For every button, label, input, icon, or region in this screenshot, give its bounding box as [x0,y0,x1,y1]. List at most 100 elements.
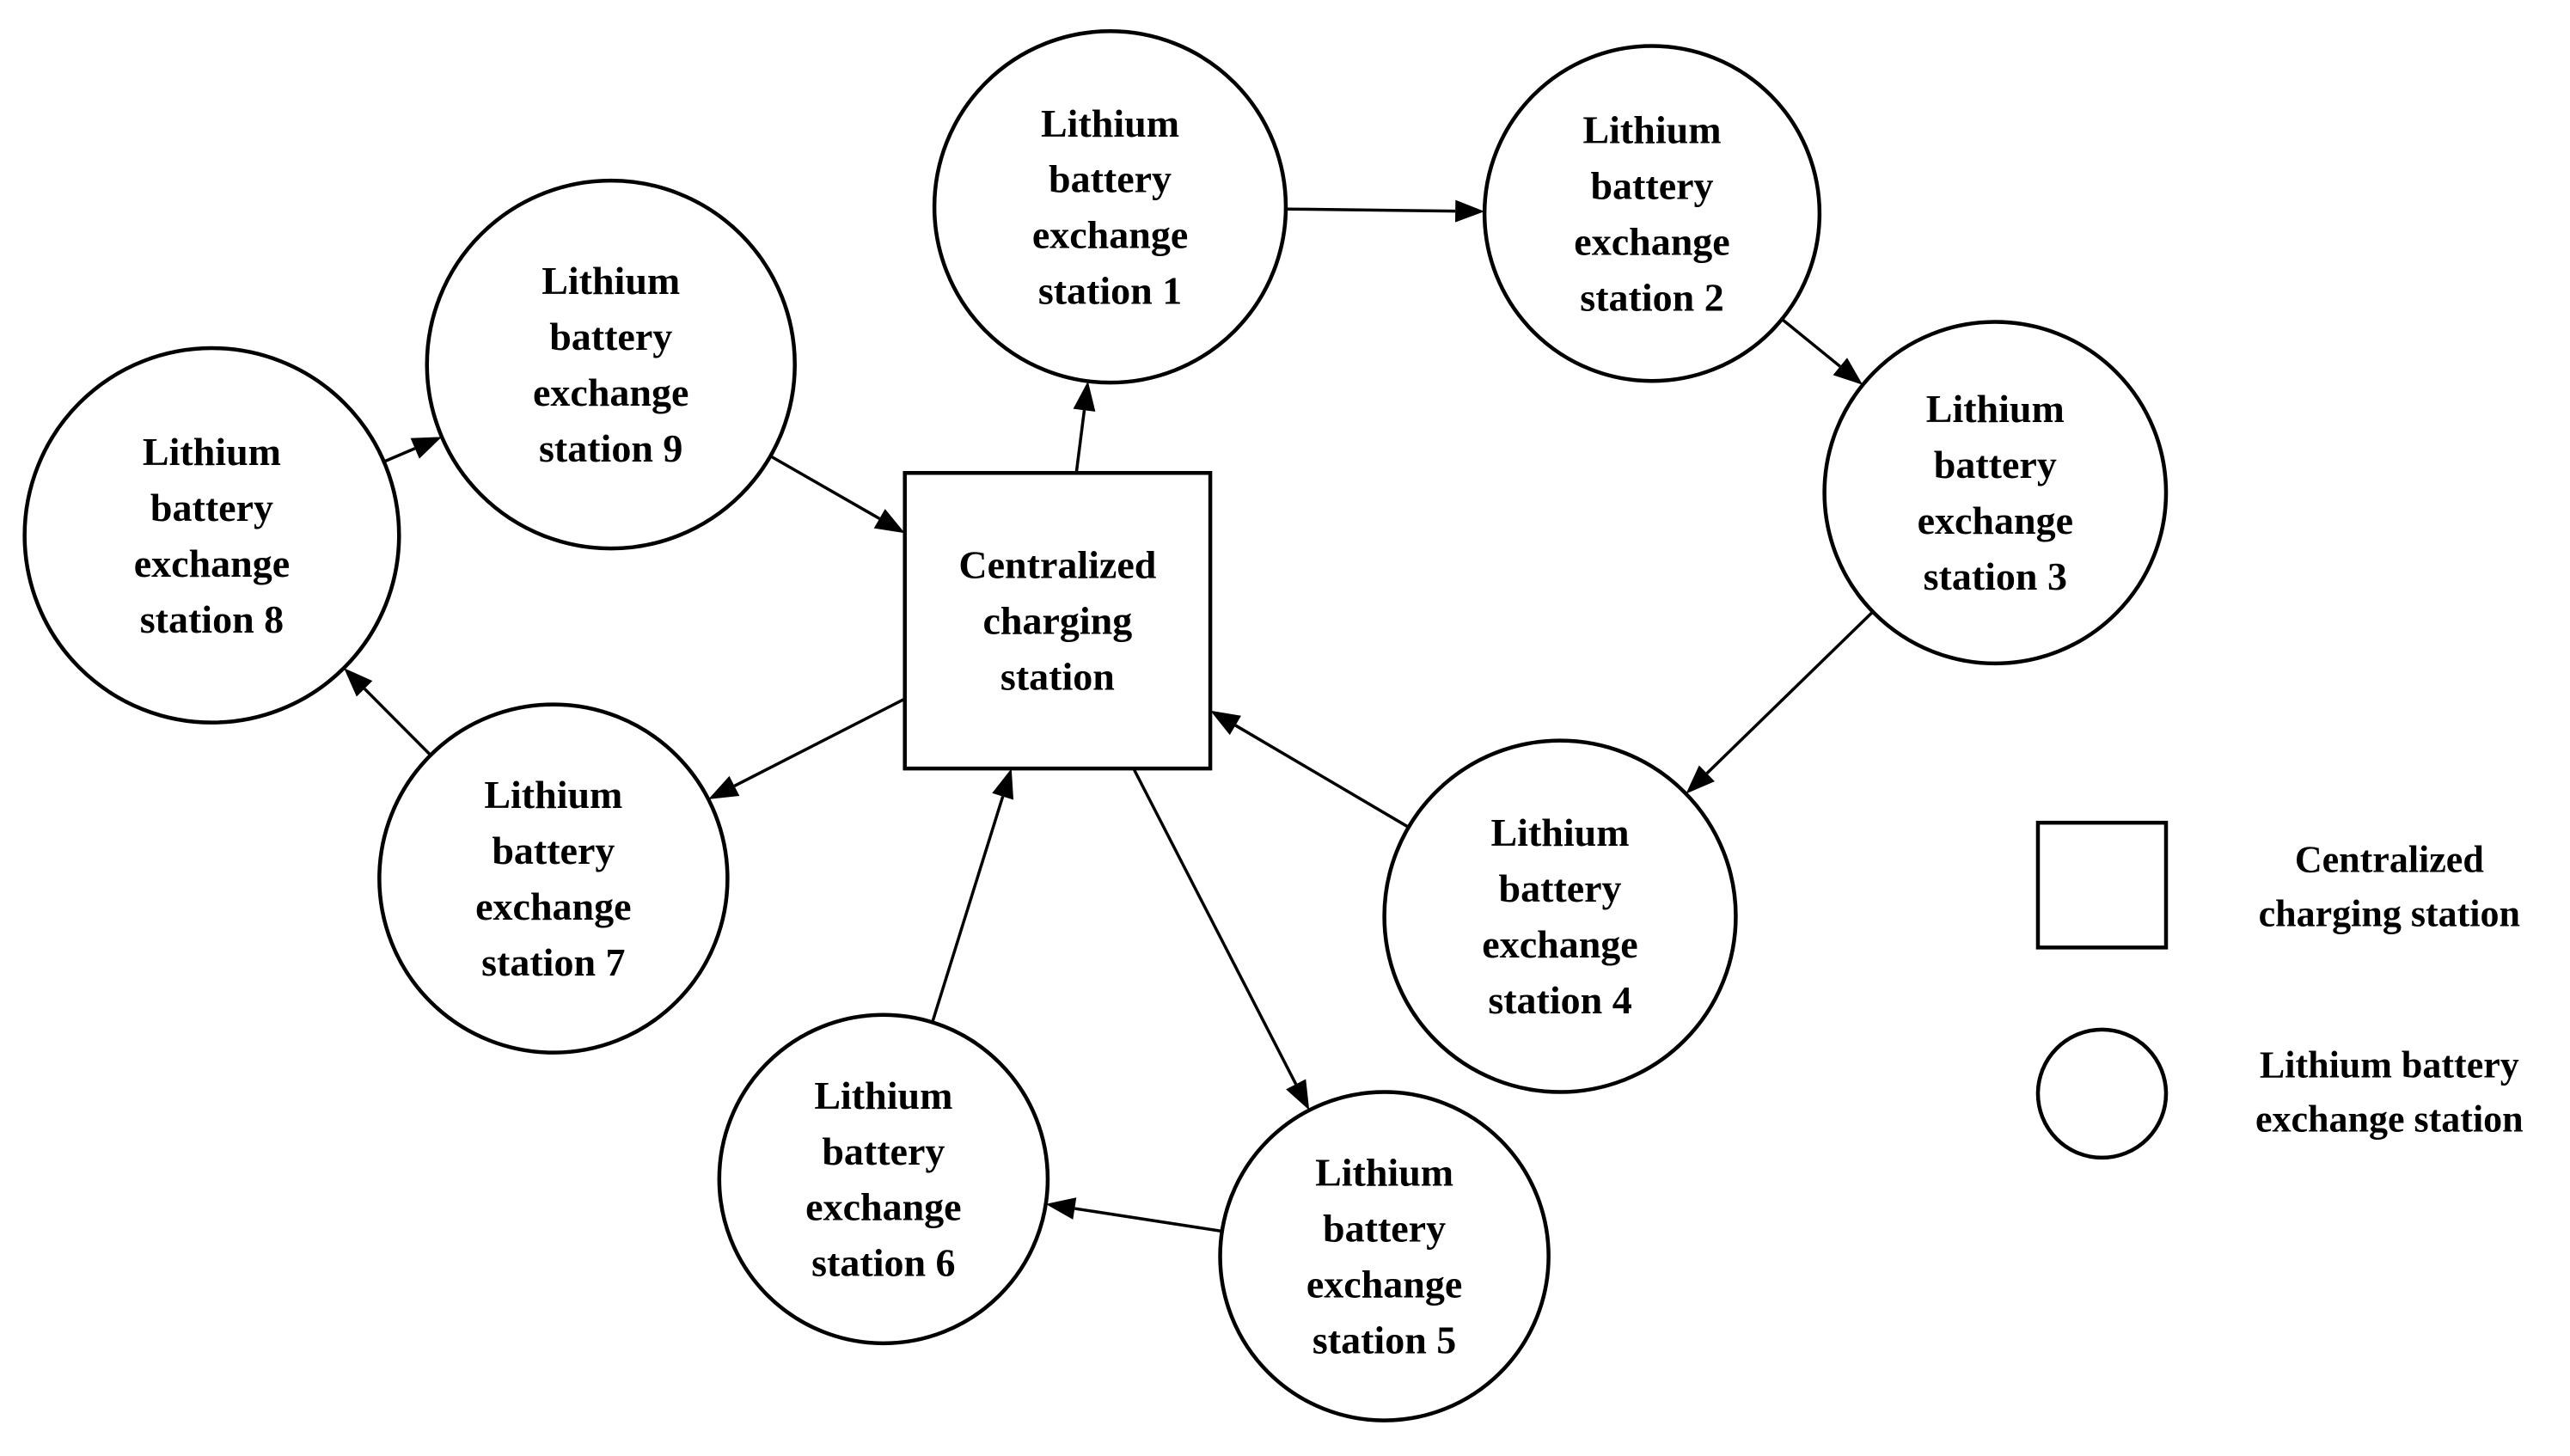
node-label-line: station 9 [539,426,682,470]
node-label-line: station 8 [140,597,284,641]
node-label-line: battery [1049,157,1172,201]
arrow-head-icon [410,437,443,459]
circle-node-shape [1218,1090,1551,1422]
node-label-line: charging [982,599,1132,643]
node-label-line: battery [1934,443,2057,486]
node-label-line: battery [492,829,615,872]
node-label-line: station 5 [1313,1318,1456,1362]
node-label-line: Lithium [143,430,281,474]
edge-s9-to-centralized [769,455,905,534]
arrow-head-icon [873,509,905,534]
node-label-line: Lithium [1041,101,1179,145]
node-label-line: Lithium [542,259,680,303]
node-s9: Lithium battery exchange station 9 [425,178,797,551]
arrow-head-icon [992,768,1014,800]
edge-line [1705,610,1875,775]
node-label-line: battery [822,1129,945,1173]
node-label-line: battery [1590,163,1713,207]
node-label-line: exchange [533,370,688,414]
legend-circle-icon [2035,1027,2169,1160]
edge-s7-to-s8 [344,668,432,756]
arrow-head-icon [708,775,740,799]
legend-label-line: Lithium battery [2260,1043,2519,1086]
legend-label-line: charging station [2259,893,2520,935]
edge-centralized-to-s5 [1132,768,1310,1110]
node-label-line: Centralized [958,543,1156,587]
node-label-line: exchange [134,541,290,585]
edge-s3-to-s4 [1686,610,1875,794]
arrow-head-icon [1210,710,1241,736]
edge-line [1285,207,1456,213]
edge-line [363,688,432,756]
node-centralized: Centralized charging station [903,470,1213,771]
edge-centralized-to-s1 [1073,381,1096,474]
edge-line [1132,768,1298,1086]
node-label-line: exchange [1482,922,1637,966]
node-label-line: Lithium [1490,811,1629,854]
node-label-line: station 2 [1580,275,1723,319]
node-s2: Lithium battery exchange station 2 [1482,44,1822,383]
circle-node-shape [1382,738,1738,1094]
edge-line [1074,1207,1223,1233]
node-label-line: exchange [1306,1263,1462,1306]
node-label-line: exchange [1918,499,2073,542]
node-label-line: station 3 [1924,554,2067,598]
arrow-head-icon [1073,381,1096,412]
node-label-line: exchange [1032,213,1188,257]
edge-centralized-to-s7 [708,697,906,799]
edge-s8-to-s9 [383,437,443,463]
edge-s6-to-centralized [931,768,1014,1023]
circle-node-shape [1482,44,1822,383]
node-label-line: station 7 [481,940,625,984]
node-s7: Lithium battery exchange station 7 [377,702,730,1055]
arrow-head-icon [1286,1079,1310,1110]
circle-node-shape [22,346,401,725]
node-label-line: Lithium [1315,1151,1453,1195]
node-label-line: station 6 [811,1241,955,1285]
node-label-line: Lithium [1582,107,1721,151]
edge-line [383,447,416,463]
arrow-head-icon [344,668,373,697]
circle-node-shape [377,702,730,1055]
legend-square-icon [2035,820,2169,950]
node-label-line: exchange [475,884,631,928]
edge-line [931,796,1005,1023]
nodes-layer: CentralizedchargingstationLithiumbattery… [22,29,2169,1422]
arrow-head-icon [1833,358,1863,385]
edge-line [1074,410,1086,474]
legend-label-line: Centralized [2295,839,2484,881]
legend-item-charging-station: Centralized charging station [2035,820,2520,950]
node-label-line: station 1 [1038,269,1182,313]
edge-s1-to-s2 [1285,199,1485,223]
edges-layer [344,199,1875,1233]
arrow-head-icon [1454,199,1485,223]
edge-s2-to-s3 [1781,317,1863,385]
node-label-line: Lithium [484,773,622,817]
node-s1: Lithium battery exchange station 1 [932,29,1288,385]
edge-line [769,455,881,520]
node-label-line: Lithium [814,1074,952,1117]
circle-node-shape [717,1012,1050,1346]
square-node-shape [903,470,1213,771]
node-label-line: battery [549,315,672,358]
node-label-line: battery [1323,1207,1446,1251]
node-label-line: exchange [1574,219,1729,263]
edge-s5-to-s6 [1045,1197,1223,1233]
node-label-line: station 4 [1488,978,1631,1022]
arrow-head-icon [1686,765,1715,794]
circle-node-shape [425,178,797,551]
edge-line [1781,317,1841,368]
legend-item-exchange-station: Lithium battery exchange station [2035,1027,2524,1160]
circle-node-shape [1822,320,2169,666]
edge-line [1234,724,1410,829]
edge-line [733,697,906,788]
circle-node-shape [932,29,1288,385]
node-label-line: station [1000,655,1115,699]
legend-label-line: exchange station [2255,1098,2524,1141]
